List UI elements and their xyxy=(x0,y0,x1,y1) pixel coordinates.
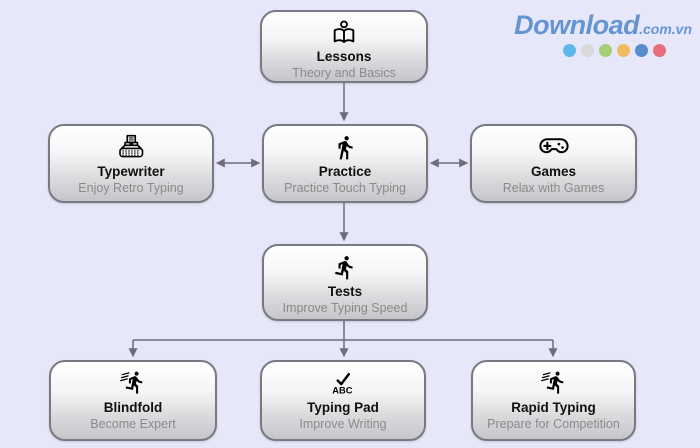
node-subtitle: Prepare for Competition xyxy=(487,417,620,431)
node-subtitle: Relax with Games xyxy=(502,181,605,195)
node-title: Rapid Typing xyxy=(511,400,596,415)
logo-dot xyxy=(563,44,576,57)
node-subtitle: Theory and Basics xyxy=(292,66,396,80)
node-title: Tests xyxy=(327,284,363,299)
node-lessons[interactable]: Lessons Theory and Basics xyxy=(260,10,428,83)
speed-running-icon xyxy=(540,368,568,398)
logo-dot xyxy=(653,44,666,57)
node-typewriter[interactable]: Typewriter Enjoy Retro Typing xyxy=(48,124,214,203)
node-title: Lessons xyxy=(316,49,372,64)
node-games[interactable]: Games Relax with Games xyxy=(470,124,637,203)
speed-running-icon xyxy=(119,368,147,398)
node-rapid-typing[interactable]: Rapid Typing Prepare for Competition xyxy=(471,360,636,441)
node-subtitle: Improve Writing xyxy=(299,417,387,431)
abc-check-icon: ABC xyxy=(329,368,357,398)
node-practice[interactable]: Practice Practice Touch Typing xyxy=(262,124,428,203)
site-logo-text: Download.com.vn xyxy=(514,10,692,40)
node-subtitle: Become Expert xyxy=(90,417,176,431)
running-person-icon xyxy=(332,252,358,282)
logo-dot xyxy=(599,44,612,57)
node-typing-pad[interactable]: ABC Typing Pad Improve Writing xyxy=(260,360,426,441)
logo-dot xyxy=(617,44,630,57)
node-title: Typing Pad xyxy=(307,400,379,415)
node-title: Practice xyxy=(318,164,372,179)
svg-text:ABC: ABC xyxy=(332,385,352,395)
logo-dot xyxy=(635,44,648,57)
node-blindfold[interactable]: Blindfold Become Expert xyxy=(49,360,217,441)
node-title: Blindfold xyxy=(103,400,163,415)
logo-dot xyxy=(581,44,594,57)
walking-person-icon xyxy=(332,132,358,162)
site-logo[interactable]: Download.com.vn xyxy=(514,10,692,57)
node-tests[interactable]: Tests Improve Typing Speed xyxy=(262,244,428,321)
node-title: Games xyxy=(530,164,577,179)
reading-person-icon xyxy=(330,18,358,47)
typewriter-icon xyxy=(116,132,146,162)
logo-dots xyxy=(514,44,666,57)
node-subtitle: Practice Touch Typing xyxy=(284,181,406,195)
gamepad-icon xyxy=(538,132,570,162)
node-subtitle: Improve Typing Speed xyxy=(282,301,408,315)
node-title: Typewriter xyxy=(97,164,165,179)
node-subtitle: Enjoy Retro Typing xyxy=(78,181,184,195)
